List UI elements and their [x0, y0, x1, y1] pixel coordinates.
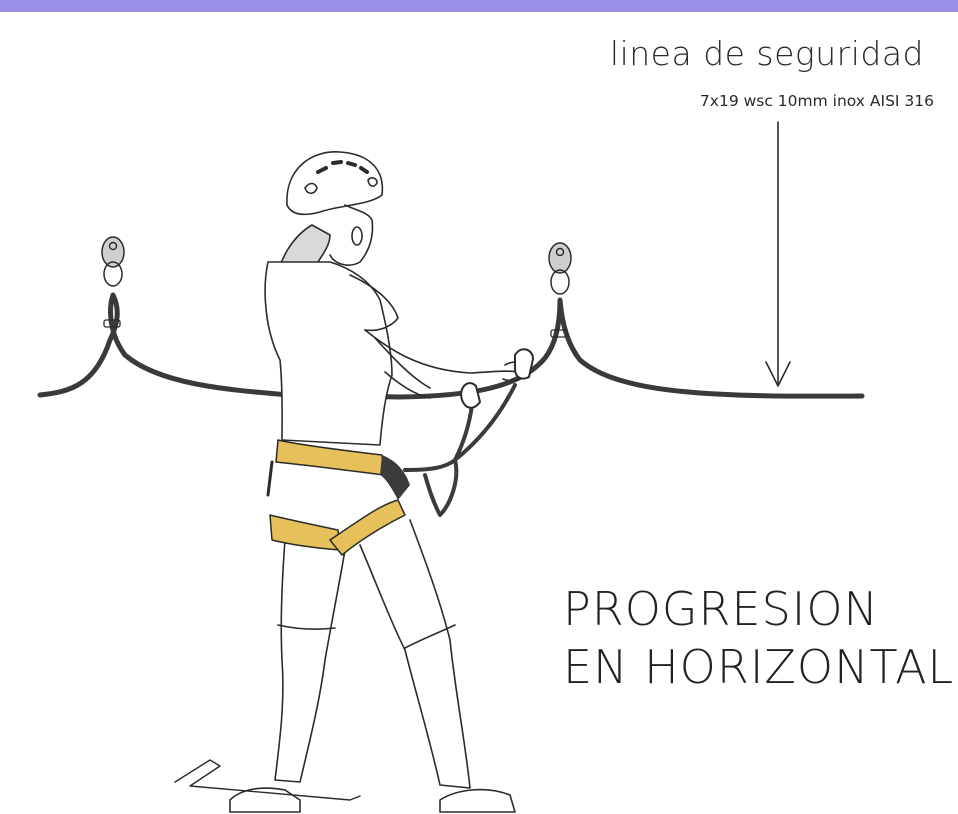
safety-cable	[37, 292, 865, 400]
harness	[266, 348, 534, 556]
safety-line-label: linea de seguridad	[609, 34, 924, 73]
lanyard	[403, 403, 474, 517]
top-accent-bar	[0, 0, 958, 12]
heading: PROGRESION EN HORIZONTAL	[563, 580, 954, 696]
anchor-left	[101, 236, 125, 328]
carabiner-1	[460, 382, 481, 409]
leg-left	[274, 539, 346, 783]
cable-spec-label: 7x19 wsc 10mm inox AISI 316	[699, 92, 934, 110]
shoe-right	[439, 788, 516, 813]
rung	[174, 759, 361, 801]
heading-line-2: EN HORIZONTAL	[563, 640, 955, 694]
carabiner-2	[514, 348, 534, 380]
torso	[264, 261, 393, 446]
shoe-left	[229, 787, 301, 813]
helmet	[286, 151, 384, 216]
heading-line-1: PROGRESION	[563, 582, 879, 636]
anchor-right	[548, 242, 572, 338]
climber-figure	[174, 151, 528, 813]
arrow-pointer	[765, 121, 791, 387]
leg-right	[359, 519, 471, 789]
